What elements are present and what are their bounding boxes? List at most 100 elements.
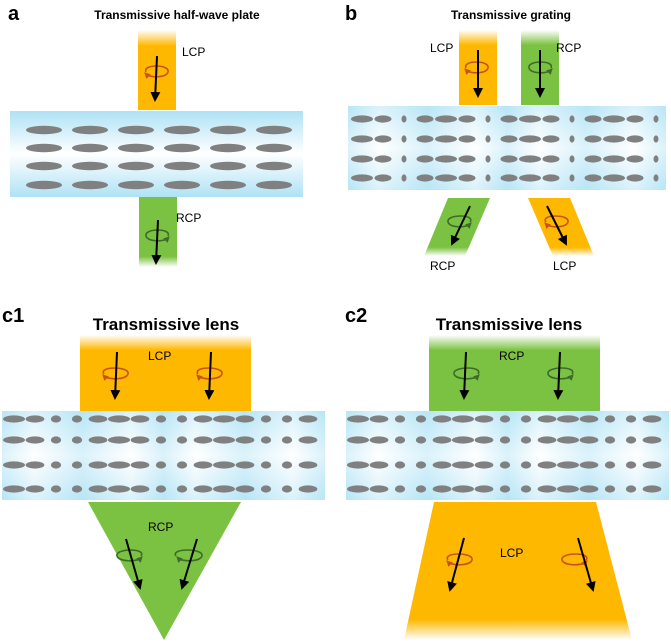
lcp-input-beam	[80, 335, 251, 411]
lc-molecule	[281, 415, 293, 423]
lc-molecule	[537, 461, 557, 469]
lc-molecule	[519, 174, 541, 182]
lc-molecule	[298, 485, 318, 493]
lc-molecule	[3, 461, 25, 469]
propagation-arrow-icon	[125, 538, 143, 590]
panel-a-output-label: RCP	[176, 211, 201, 225]
lc-molecule	[500, 155, 518, 163]
lc-molecule	[210, 125, 246, 135]
lc-molecule	[25, 461, 45, 469]
lc-molecule	[374, 174, 392, 182]
lc-molecule	[26, 161, 62, 171]
lc-molecule	[50, 415, 62, 423]
propagation-arrow-icon	[553, 351, 564, 400]
lc-molecule	[499, 415, 511, 423]
lc-molecule	[281, 436, 293, 444]
propagation-arrow-icon	[204, 351, 215, 400]
lc-molecule	[557, 461, 579, 469]
lens-plate-tint	[346, 411, 669, 500]
lc-molecule-array	[3, 415, 318, 493]
lc-molecule	[604, 436, 616, 444]
lc-molecule	[432, 436, 452, 444]
lc-molecule	[642, 485, 662, 493]
lc-molecule	[108, 485, 130, 493]
lc-molecule	[415, 415, 427, 423]
propagation-arrow-icon	[546, 205, 567, 246]
lc-molecule	[25, 436, 45, 444]
lc-molecule	[458, 135, 476, 143]
lc-molecule	[458, 174, 476, 182]
lc-molecule	[474, 461, 494, 469]
panel-b: b Transmissive grating LCP RCP RCP LCP	[345, 3, 666, 273]
panel-c2-title: Transmissive lens	[436, 315, 582, 334]
panel-b-input-left-label: LCP	[430, 41, 453, 55]
panel-c1-input-label: LCP	[148, 349, 171, 363]
propagation-arrow-icon	[151, 219, 162, 265]
lc-molecule	[176, 485, 188, 493]
lc-molecule	[458, 155, 476, 163]
lc-molecule	[193, 485, 213, 493]
lc-molecule	[653, 174, 659, 182]
lc-molecule	[108, 436, 130, 444]
panel-b-letter: b	[345, 3, 357, 25]
lc-molecule	[213, 461, 235, 469]
lc-molecule	[452, 461, 474, 469]
lc-molecule	[347, 461, 369, 469]
lc-molecule	[394, 461, 406, 469]
lc-molecule	[603, 155, 625, 163]
lc-molecule	[485, 115, 491, 123]
lc-molecule	[519, 135, 541, 143]
lc-molecule	[557, 415, 579, 423]
lc-molecule	[235, 415, 255, 423]
lc-molecule	[499, 461, 511, 469]
lc-molecule-array	[26, 125, 292, 190]
lc-molecule	[626, 115, 644, 123]
lc-molecule	[193, 415, 213, 423]
lc-molecule	[474, 415, 494, 423]
lc-molecule	[537, 485, 557, 493]
lc-molecule	[71, 415, 83, 423]
lc-molecule	[569, 135, 575, 143]
lc-molecule-array	[347, 415, 662, 493]
lc-molecule	[520, 436, 532, 444]
lc-molecule	[604, 415, 616, 423]
propagation-arrow-icon	[459, 351, 470, 400]
lc-molecule	[432, 461, 452, 469]
lc-molecule	[176, 436, 188, 444]
lc-molecule	[88, 485, 108, 493]
lc-molecule	[164, 161, 200, 171]
lc-molecule	[626, 155, 644, 163]
panel-b-title: Transmissive grating	[451, 8, 571, 22]
lc-molecule	[584, 135, 602, 143]
lc-molecule	[519, 115, 541, 123]
propagation-arrow-icon	[179, 538, 198, 590]
panel-a-title: Transmissive half-wave plate	[94, 8, 260, 22]
lc-molecule	[72, 125, 108, 135]
lc-molecule	[625, 436, 637, 444]
lc-molecule	[3, 436, 25, 444]
lc-molecule	[72, 161, 108, 171]
lc-molecule	[520, 415, 532, 423]
lc-molecule	[520, 485, 532, 493]
lc-molecule	[25, 485, 45, 493]
lc-molecule	[584, 155, 602, 163]
lc-molecule	[579, 415, 599, 423]
lc-molecule	[176, 415, 188, 423]
lc-molecule	[394, 436, 406, 444]
lc-molecule	[474, 485, 494, 493]
panel-a-input-label: LCP	[182, 45, 205, 59]
lc-molecule	[474, 436, 494, 444]
lcp-circular-arrow-icon	[196, 367, 223, 381]
lc-molecule	[256, 180, 292, 190]
lc-molecule	[25, 415, 45, 423]
lc-molecule	[500, 135, 518, 143]
panel-c1: c1 Transmissive lens LCP RCP	[2, 305, 325, 640]
panel-c2-input-label: RCP	[499, 349, 524, 363]
lc-molecule	[542, 155, 560, 163]
lc-molecule	[213, 485, 235, 493]
lc-molecule	[256, 143, 292, 153]
lc-molecule	[26, 125, 62, 135]
lc-molecule	[50, 461, 62, 469]
panel-c1-output-label: RCP	[148, 520, 173, 534]
